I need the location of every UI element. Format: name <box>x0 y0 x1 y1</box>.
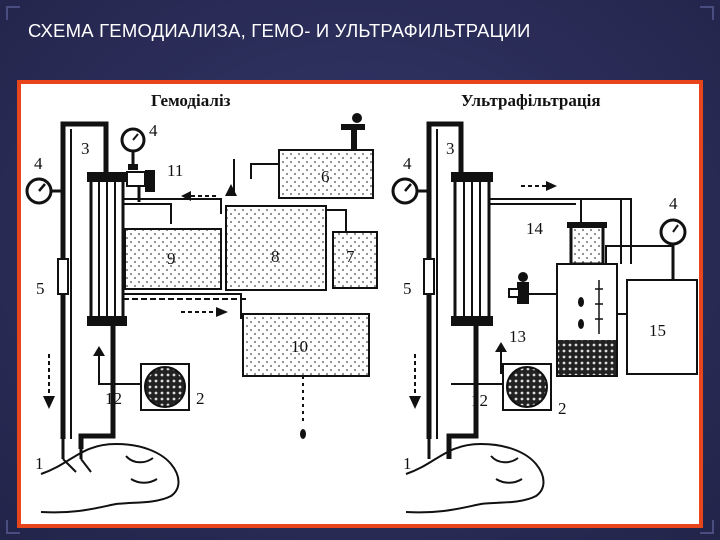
label-flow-meter: 5 <box>403 279 412 298</box>
label-tank: 7 <box>346 247 355 266</box>
label-pump: 2 <box>558 399 567 418</box>
label-tank: 10 <box>291 337 308 356</box>
label-line: 12 <box>105 389 122 408</box>
arrow-down <box>43 354 55 409</box>
right-panel-title: Ультрафільтрація <box>461 91 601 110</box>
valve <box>126 170 155 202</box>
pressure-gauge <box>391 177 429 205</box>
corner-decoration <box>700 6 714 20</box>
label-tank: 6 <box>321 167 330 186</box>
corner-decoration <box>6 520 20 534</box>
patient-arm <box>40 442 180 514</box>
tank <box>124 228 222 290</box>
flow-arrows <box>181 184 237 317</box>
tank <box>225 205 327 291</box>
arrow-down <box>409 354 421 409</box>
label-tank: 8 <box>271 247 280 266</box>
blood-pump <box>93 346 190 411</box>
label-flow-meter: 5 <box>36 279 45 298</box>
label-gauge: 4 <box>403 154 412 173</box>
filter-column <box>451 172 493 326</box>
diagram-frame: Гемодіаліз <box>17 80 703 528</box>
tank <box>278 113 374 199</box>
corner-decoration <box>700 520 714 534</box>
label-gauge: 4 <box>149 121 158 140</box>
component-labels: 4 3 4 5 14 13 15 12 2 1 <box>403 139 678 473</box>
pressure-gauge <box>659 218 687 279</box>
flow-arrows <box>495 181 557 374</box>
label-ultrafilter: 14 <box>526 219 544 238</box>
label-valve: 11 <box>167 161 183 180</box>
vacuum-unit <box>617 279 698 375</box>
flow-meter <box>57 258 69 295</box>
dialyzer-column <box>87 172 127 326</box>
label-vacuum-unit: 15 <box>649 321 666 340</box>
valve <box>508 272 557 304</box>
collection-vessel <box>556 263 618 377</box>
blood-pump <box>451 363 552 411</box>
label-dialyzer: 3 <box>81 139 90 158</box>
pressure-gauge <box>120 127 146 170</box>
component-labels: 4 4 3 11 6 9 8 7 5 10 12 2 1 <box>34 121 355 473</box>
label-gauge: 4 <box>669 194 678 213</box>
label-pump: 2 <box>196 389 205 408</box>
dialysis-diagram: Гемодіаліз <box>25 91 698 514</box>
label-arm: 1 <box>403 454 412 473</box>
label-line: 12 <box>471 391 488 410</box>
ultrafilter <box>567 222 607 266</box>
left-panel: Гемодіаліз <box>25 91 378 514</box>
label-tank: 9 <box>167 249 176 268</box>
label-arm: 1 <box>35 454 44 473</box>
flow-meter <box>423 258 435 295</box>
filtrate-pipes <box>489 198 674 264</box>
patient-arm <box>405 442 545 514</box>
tank <box>326 209 378 289</box>
dialysate-pipes <box>123 154 280 319</box>
tank <box>242 313 370 439</box>
label-gauge: 4 <box>34 154 43 173</box>
left-panel-title: Гемодіаліз <box>151 91 231 110</box>
pressure-gauge <box>25 177 63 205</box>
slide-title: СХЕМА ГЕМОДИАЛИЗА, ГЕМО- И УЛЬТРАФИЛЬТРА… <box>28 20 531 41</box>
label-filter: 3 <box>446 139 455 158</box>
label-valve: 13 <box>509 327 526 346</box>
corner-decoration <box>6 6 20 20</box>
right-panel: Ультрафільтрація <box>391 91 698 514</box>
